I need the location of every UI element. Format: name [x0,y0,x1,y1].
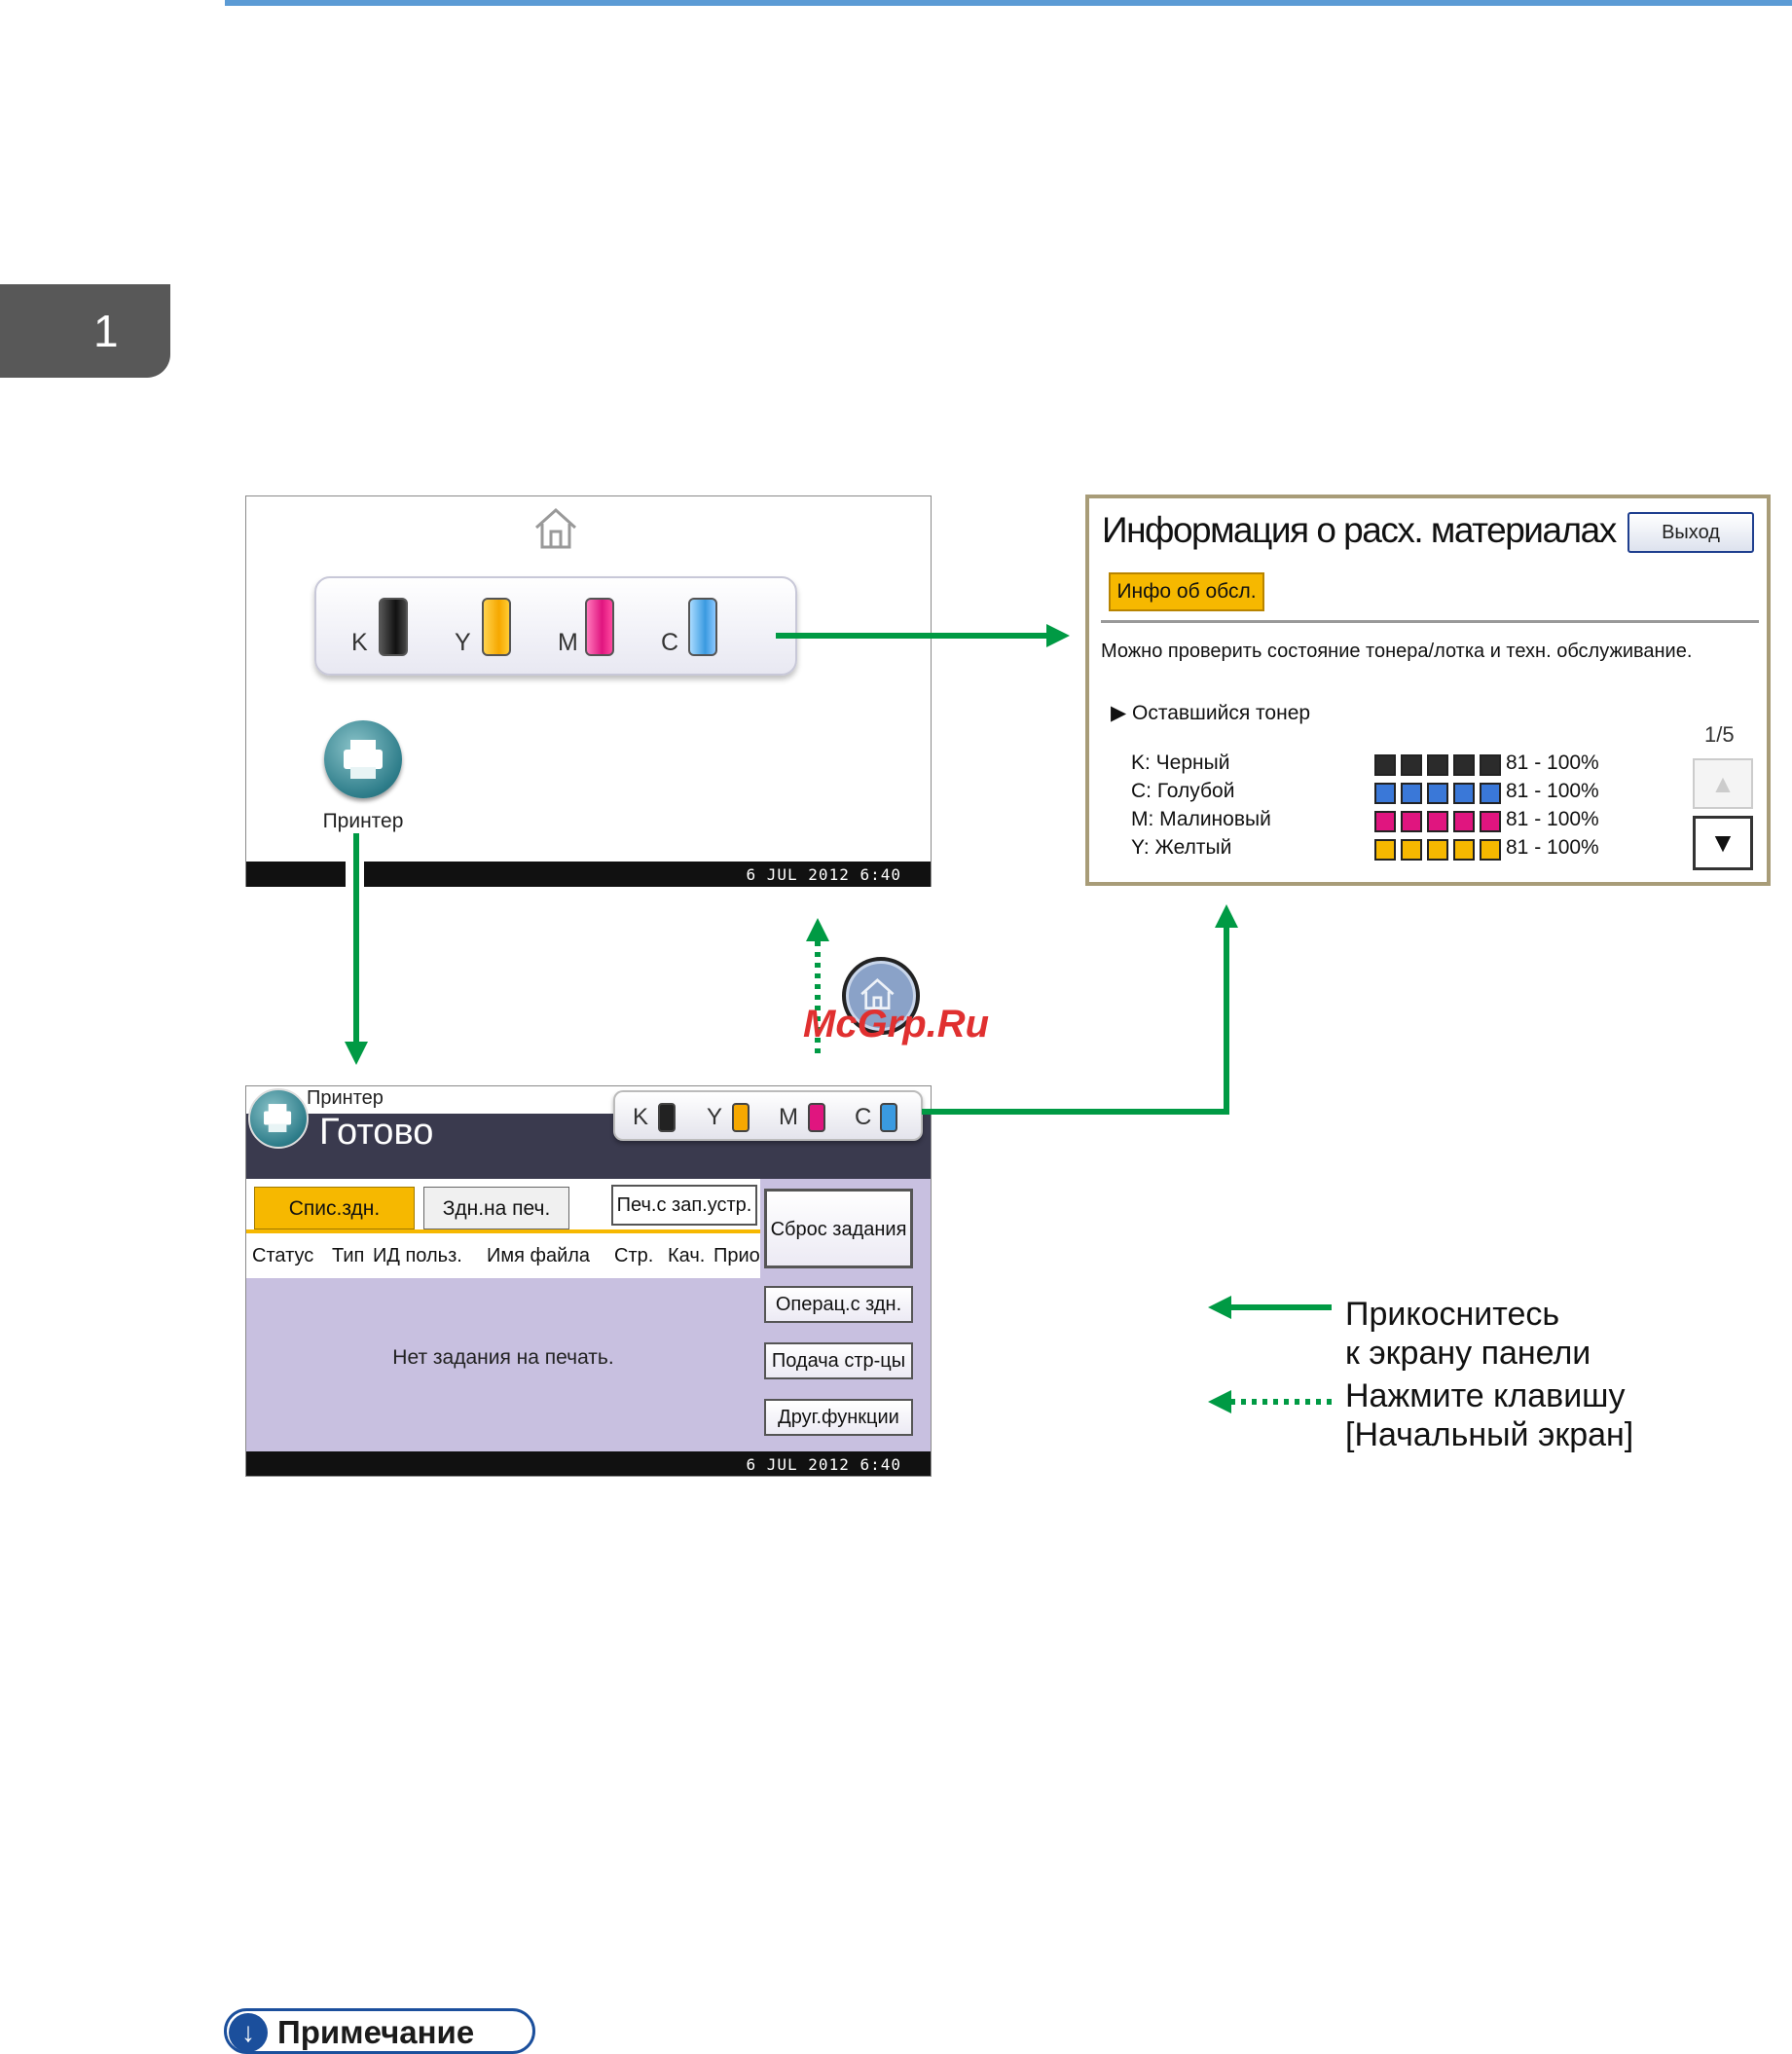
col-user-id: ИД польз. [373,1245,462,1266]
col-type: Тип [332,1245,365,1266]
toner-cartridge-c [880,1103,897,1132]
toner-level-boxes [1374,839,1506,862]
toner-value: 81 - 100% [1506,808,1599,830]
toner-widget-compact[interactable]: K Y M C [613,1090,923,1141]
col-quality: Кач. [668,1245,706,1266]
status-date: 6 JUL 2012 6:40 [746,865,901,884]
empty-job-message: Нет задания на печать. [392,1346,614,1369]
toner-value: 81 - 100% [1506,752,1599,774]
printer-app-icon[interactable]: Принтер [314,720,412,837]
scroll-up-button[interactable]: ▲ [1693,758,1753,809]
tab-job-list[interactable]: Спис.здн. [254,1187,415,1229]
col-pages: Стр. [614,1245,654,1266]
bullet-triangle-icon: ▶ [1111,702,1132,724]
legend-press-label: Нажмите клавишу [Начальный экран] [1345,1377,1634,1453]
form-feed-button[interactable]: Подача стр-цы [764,1342,913,1379]
col-file-name: Имя файла [487,1245,591,1266]
side-button-area: Сброс задания Операц.с здн. Подача стр-ц… [760,1179,931,1451]
toner-row-cyan: C: Голубой 81 - 100% [1131,780,1676,807]
job-table-header: Статус Тип ИД польз. Имя файла Стр. Кач.… [246,1233,771,1278]
status-bar: 6 JUL 2012 6:40 [246,1451,931,1476]
other-functions-button[interactable]: Друг.функции [764,1399,913,1436]
printer-small-title: Принтер [307,1087,384,1109]
toner-letter-y: Y [707,1104,723,1130]
toner-letter-c: C [661,629,679,656]
toner-name: Y: Желтый [1131,836,1232,859]
toner-cartridge-m [808,1103,825,1132]
job-operations-button[interactable]: Операц.с здн. [764,1286,913,1323]
job-list-area: Нет задания на печать. [246,1278,760,1451]
toner-row-yellow: Y: Желтый 81 - 100% [1131,836,1676,863]
toner-letter-k: K [351,629,368,656]
toner-letter-y: Y [455,629,471,656]
toner-widget[interactable]: K Y M C [314,576,797,676]
home-screen-panel: K Y M C Принтер 6 JUL 2012 6:40 [245,495,932,887]
toner-row-black: K: Черный 81 - 100% [1131,752,1676,779]
exit-button[interactable]: Выход [1627,512,1754,553]
note-badge: ↓ Примечание [224,2008,535,2054]
toner-cartridge-k [658,1103,676,1132]
toner-level-boxes [1374,754,1506,778]
consumables-info-panel: Информация о расх. материалах Выход Инфо… [1085,495,1771,886]
toner-letter-k: K [633,1104,649,1130]
toner-name: C: Голубой [1131,780,1235,802]
printer-app-label: Принтер [322,810,404,832]
home-key-button[interactable] [842,957,920,1035]
col-priority: Приор [713,1245,771,1266]
home-icon[interactable] [532,506,579,551]
info-description: Можно проверить состояние тонера/лотка и… [1101,641,1693,662]
note-label: Примечание [277,2014,475,2050]
printer-screen-panel: Принтер Готово K Y M C Спис.здн. Здн.на … [245,1085,932,1477]
page-indicator: 1/5 [1704,722,1735,747]
toner-letter-m: M [558,629,578,656]
printer-status-title: Готово [319,1112,434,1153]
toner-letter-c: C [855,1104,872,1130]
toner-name: M: Малиновый [1131,808,1271,830]
toner-letter-m: M [779,1104,798,1130]
service-info-tab[interactable]: Инфо об обсл. [1109,572,1264,611]
scroll-down-button[interactable]: ▼ [1693,816,1753,870]
toner-level-boxes [1374,783,1506,806]
toner-row-magenta: M: Малиновый 81 - 100% [1131,808,1676,835]
printer-icon [324,720,402,798]
toner-cartridge-y [732,1103,750,1132]
toner-cartridge-c [688,598,717,656]
toner-value: 81 - 100% [1506,780,1599,802]
toner-cartridge-k [379,598,408,656]
reset-job-button[interactable]: Сброс задания [764,1189,913,1268]
info-title: Информация о расх. материалах [1102,510,1617,550]
printer-icon [248,1088,309,1149]
tab-stored-print[interactable]: Печ.с зап.устр. [611,1185,757,1226]
chapter-tab: 1 [0,284,170,378]
toner-cartridge-y [482,598,511,656]
toner-cartridge-m [585,598,614,656]
remaining-toner-label: ▶ Оставшийся тонер [1111,702,1311,724]
tab-print-queue[interactable]: Здн.на печ. [423,1187,569,1229]
tab-underline [246,1229,760,1233]
home-icon [860,977,895,1009]
watermark: McGrp.Ru [803,1003,990,1045]
status-date: 6 JUL 2012 6:40 [746,1455,901,1474]
toner-value: 81 - 100% [1506,836,1599,859]
top-rule [225,0,1792,6]
legend-touch-label: Прикоснитесь к экрану панели [1345,1296,1591,1372]
divider [1101,620,1759,623]
toner-level-boxes [1374,811,1506,834]
status-bar: 6 JUL 2012 6:40 [246,862,931,887]
col-status: Статус [252,1245,314,1266]
arrow-down-icon: ↓ [229,2013,268,2052]
toner-name: K: Черный [1131,752,1230,774]
